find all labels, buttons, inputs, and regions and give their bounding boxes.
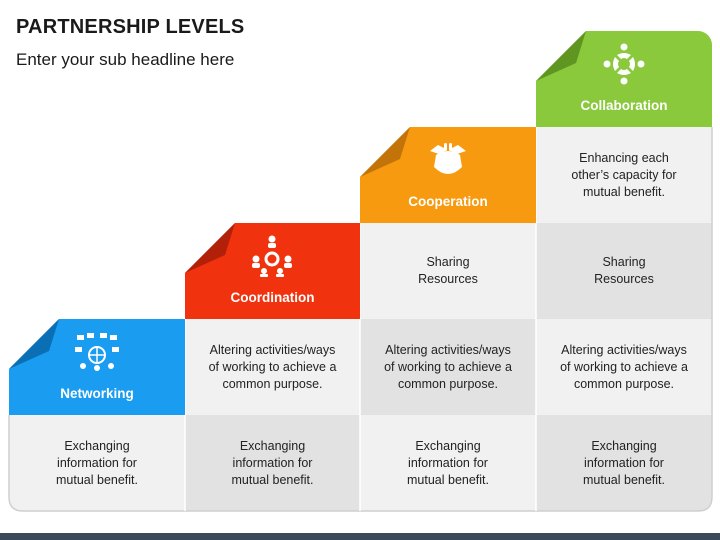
cell-text: Exchanging information for mutual benefi… [231, 438, 314, 487]
cell-text: Exchanging information for mutual benefi… [583, 438, 665, 487]
level-label: Collaboration [580, 98, 668, 113]
page-title: PARTNERSHIP LEVELS [16, 16, 245, 38]
level-coordination: Coordination [185, 223, 360, 319]
fold-corner [9, 319, 59, 369]
cell-coordination-altering: Altering activities/ways of working to a… [185, 319, 360, 415]
cell-text: Sharing Resources [418, 255, 478, 286]
level-label: Networking [60, 386, 134, 401]
level-networking: Networking [9, 319, 185, 415]
cell-coordination-exchanging: Exchanging information for mutual benefi… [185, 415, 360, 511]
cell-text: Altering activities/ways of working to a… [560, 342, 688, 391]
level-label: Cooperation [408, 194, 488, 209]
page-subtitle: Enter your sub headline here [16, 50, 235, 69]
fold-corner [536, 31, 586, 81]
cell-cooperation-sharing: Sharing Resources [360, 223, 536, 319]
connected-people-icon [603, 43, 645, 85]
cell-text: Sharing Resources [594, 255, 654, 286]
handshake-icon [430, 143, 466, 174]
network-globe-icon [75, 333, 119, 371]
cell-text: Altering activities/ways of working to a… [208, 342, 337, 391]
cell-text: Altering activities/ways of working to a… [384, 342, 512, 391]
level-label: Coordination [230, 290, 315, 305]
fold-corner [185, 223, 235, 273]
cell-collaboration-enhancing: Enhancing each other’s capacity for mutu… [536, 127, 712, 223]
cell-cooperation-exchanging: Exchanging information for mutual benefi… [360, 415, 536, 511]
cell-collaboration-altering: Altering activities/ways of working to a… [536, 319, 712, 415]
cell-text: Exchanging information for mutual benefi… [56, 438, 138, 487]
fold-corner [360, 127, 410, 177]
level-collaboration: Collaboration [536, 31, 712, 127]
footer-bar [0, 533, 720, 540]
cell-cooperation-altering: Altering activities/ways of working to a… [360, 319, 536, 415]
cell-networking-exchanging: Exchanging information for mutual benefi… [9, 415, 185, 511]
team-gear-icon [252, 235, 292, 277]
cell-collaboration-exchanging: Exchanging information for mutual benefi… [536, 415, 712, 511]
cell-text: Enhancing each other’s capacity for mutu… [571, 150, 677, 199]
level-cooperation: Cooperation [360, 127, 536, 223]
cell-collaboration-sharing: Sharing Resources [536, 223, 712, 319]
cell-text: Exchanging information for mutual benefi… [407, 438, 489, 487]
